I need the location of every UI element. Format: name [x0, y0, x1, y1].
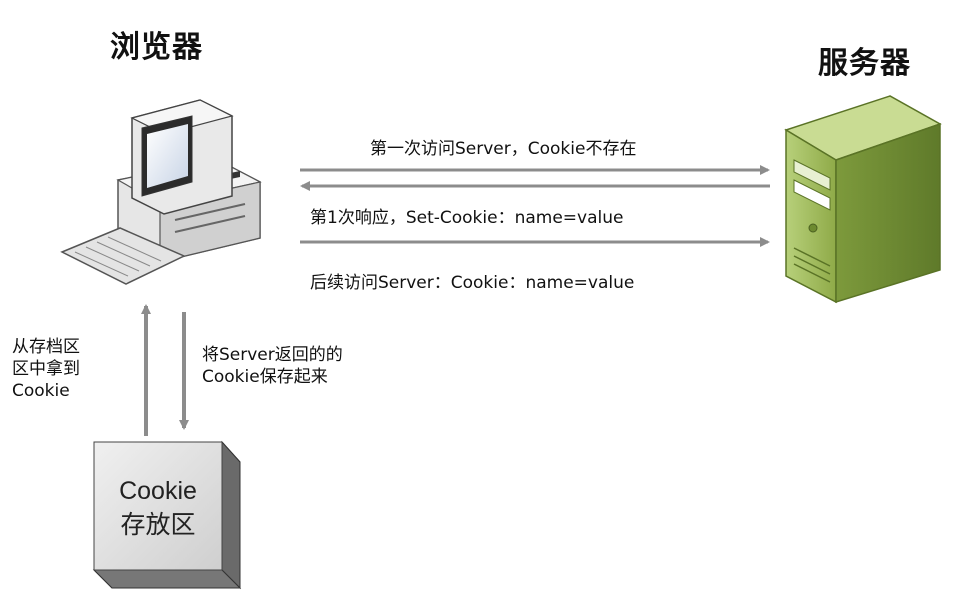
server-tower-icon [784, 95, 942, 304]
note-save-cookie: 将Server返回的的 Cookie保存起来 [202, 345, 343, 387]
message-subsequent-request: 后续访问Server：Cookie：name=value [310, 273, 635, 293]
cookie-store-label: Cookie 存放区 [119, 477, 197, 539]
computer-icon [60, 99, 262, 285]
server-title: 服务器 [818, 46, 911, 81]
cookie-store-box [92, 440, 242, 590]
browser-title: 浏览器 [110, 30, 203, 65]
note-read-cookie: 从存档区 区中拿到 Cookie [12, 337, 80, 401]
message-first-response: 第1次响应，Set-Cookie：name=value [310, 208, 624, 228]
message-first-request: 第一次访问Server，Cookie不存在 [370, 139, 637, 159]
